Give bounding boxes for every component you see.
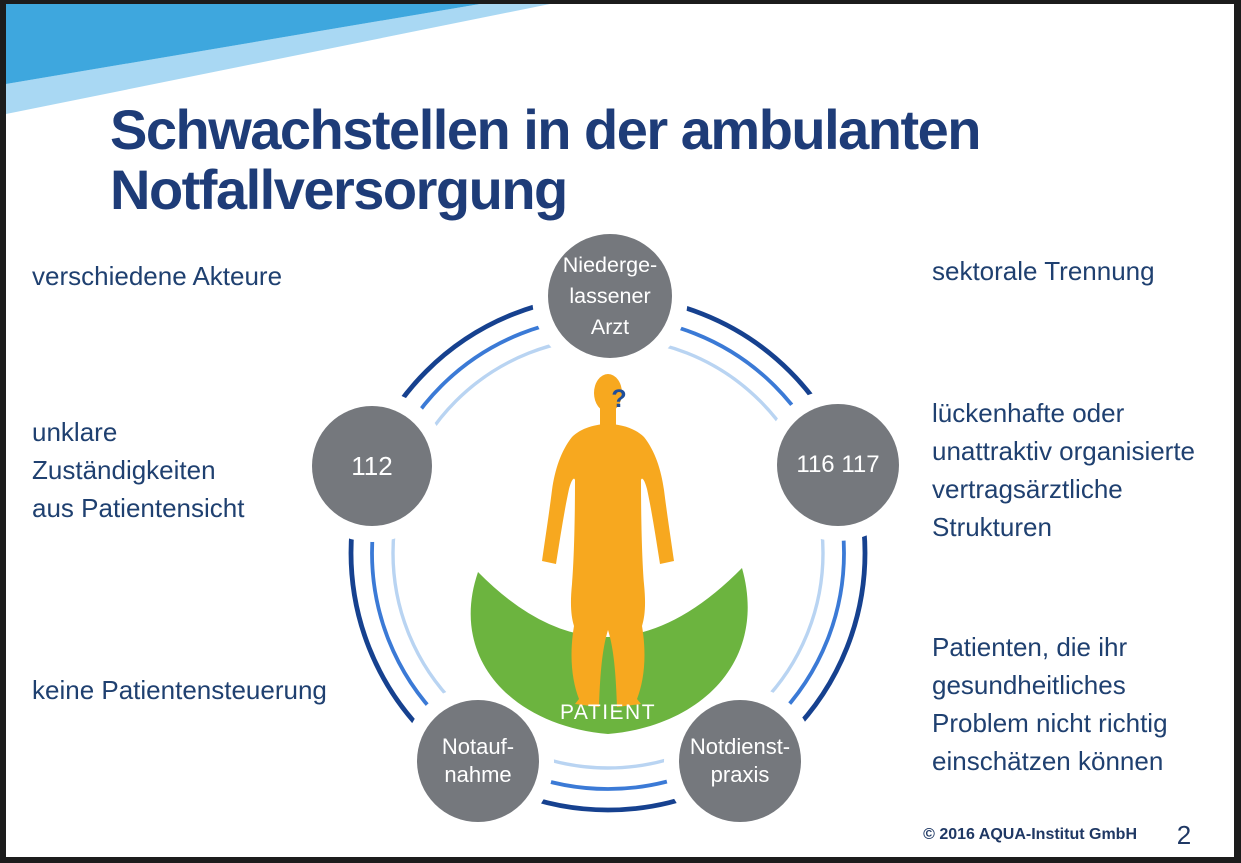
slide-title: Schwachstellen in der ambulanten Notfall…	[110, 98, 982, 221]
question-mark: ?	[611, 385, 627, 413]
node-circle-112	[312, 406, 432, 526]
node-circle-notdienstpraxis	[679, 700, 801, 822]
footer-copyright: © 2016 AQUA-Institut GmbH	[923, 826, 1137, 843]
node-label-niedergelassener-arzt: Niederge- lassener Arzt	[562, 252, 658, 339]
person-neck	[600, 404, 616, 428]
person-head	[594, 374, 622, 412]
page-number: 2	[1176, 820, 1192, 850]
note-sektorale-trennung: sektorale Trennung	[932, 256, 1155, 286]
patient-label: PATIENT	[559, 701, 657, 724]
node-label-notaufnahme: Notauf- nahme	[441, 734, 515, 787]
banner-light-wedge	[6, 4, 550, 114]
diagram-canvas	[6, 4, 914, 837]
node-circle-niedergelassener-arzt	[548, 234, 672, 358]
person-silhouette	[542, 374, 674, 707]
person-body	[542, 424, 674, 707]
note-lueckenhafte-strukturen: lückenhafte oder unattraktiv organisiert…	[932, 398, 1196, 542]
note-verschiedene-akteure: verschiedene Akteure	[32, 261, 283, 291]
node-circle-116-117	[777, 404, 899, 526]
patient-bowl	[470, 568, 748, 734]
node-label-notdienstpraxis: Notdienst- praxis	[689, 734, 791, 787]
note-keine-patientensteuerung: keine Patientensteuerung	[32, 675, 327, 705]
note-patienten-einschaetzung: Patienten, die ihr gesundheitliches Prob…	[932, 632, 1168, 776]
node-label-116-117: 116 117	[796, 451, 880, 478]
node-circle-notaufnahme	[417, 700, 539, 822]
node-label-112: 112	[351, 450, 393, 481]
note-unklare-zustaendigkeiten: unklare Zuständigkeiten aus Patientensic…	[32, 417, 245, 523]
banner-blue-wedge	[6, 4, 480, 84]
